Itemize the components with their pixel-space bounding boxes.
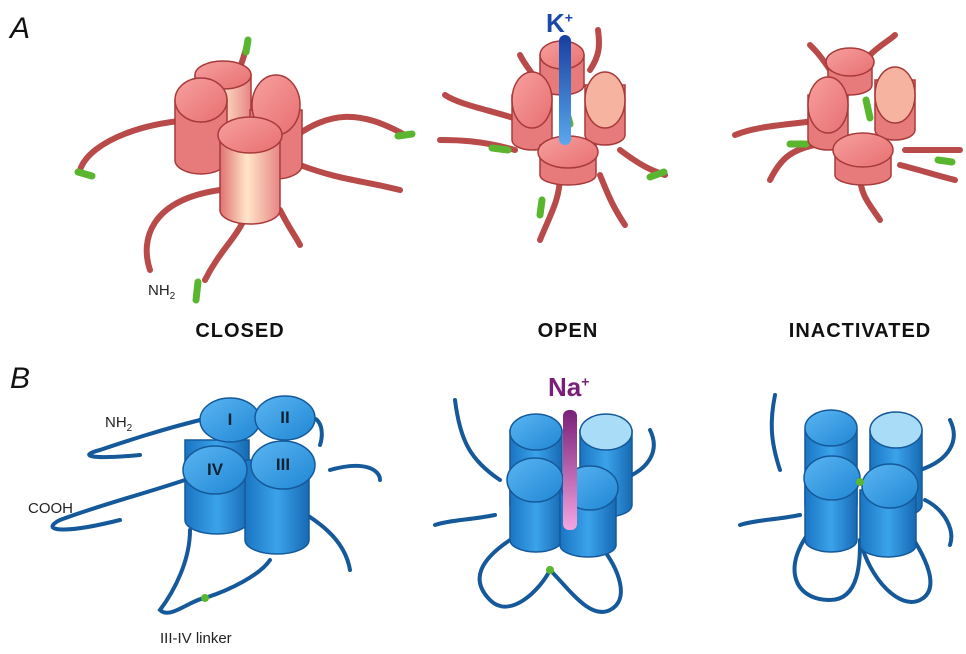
na-nh2-text: NH (105, 414, 127, 431)
state-label-closed: CLOSED (195, 320, 284, 343)
k-channel-closed (78, 40, 412, 300)
k-nh2-text: NH (148, 282, 170, 299)
panel-b-letter: B (10, 362, 30, 396)
na-channel-closed (53, 396, 381, 613)
k-ion-charge: + (565, 9, 573, 25)
na-nh2-label: NH2 (105, 414, 132, 434)
linker-label: III-IV linker (160, 630, 232, 647)
k-ion-stream (559, 35, 571, 145)
na-closed-helices (183, 396, 315, 554)
na-nh2-sub: 2 (127, 423, 133, 434)
domain-label-iii: III (276, 455, 290, 475)
na-inact-linker-marker (856, 478, 864, 486)
na-open-linker-marker (546, 566, 554, 574)
k-ion-symbol: K (546, 8, 565, 38)
na-channel-inactivated (740, 395, 954, 602)
na-ion-symbol: Na (548, 372, 581, 402)
na-ion-stream (563, 410, 577, 530)
state-label-inactivated: INACTIVATED (789, 320, 931, 343)
na-closed-linker-marker (201, 594, 209, 602)
panel-a-letter: A (10, 12, 30, 46)
k-nh2-label: NH2 (148, 282, 175, 302)
k-ion-label: K+ (546, 8, 573, 39)
domain-label-i: I (228, 410, 233, 430)
k-nh2-sub: 2 (170, 291, 176, 302)
k-channel-inactivated (735, 35, 960, 220)
na-ion-charge: + (581, 373, 589, 389)
na-channel-open (435, 400, 654, 612)
domain-label-iv: IV (207, 460, 223, 480)
k-channel-open (440, 30, 665, 240)
na-cooh-label: COOH (28, 500, 73, 517)
k-closed-helices (175, 61, 302, 224)
state-label-open: OPEN (538, 320, 599, 343)
na-ion-label: Na+ (548, 372, 589, 403)
domain-label-ii: II (280, 408, 289, 428)
